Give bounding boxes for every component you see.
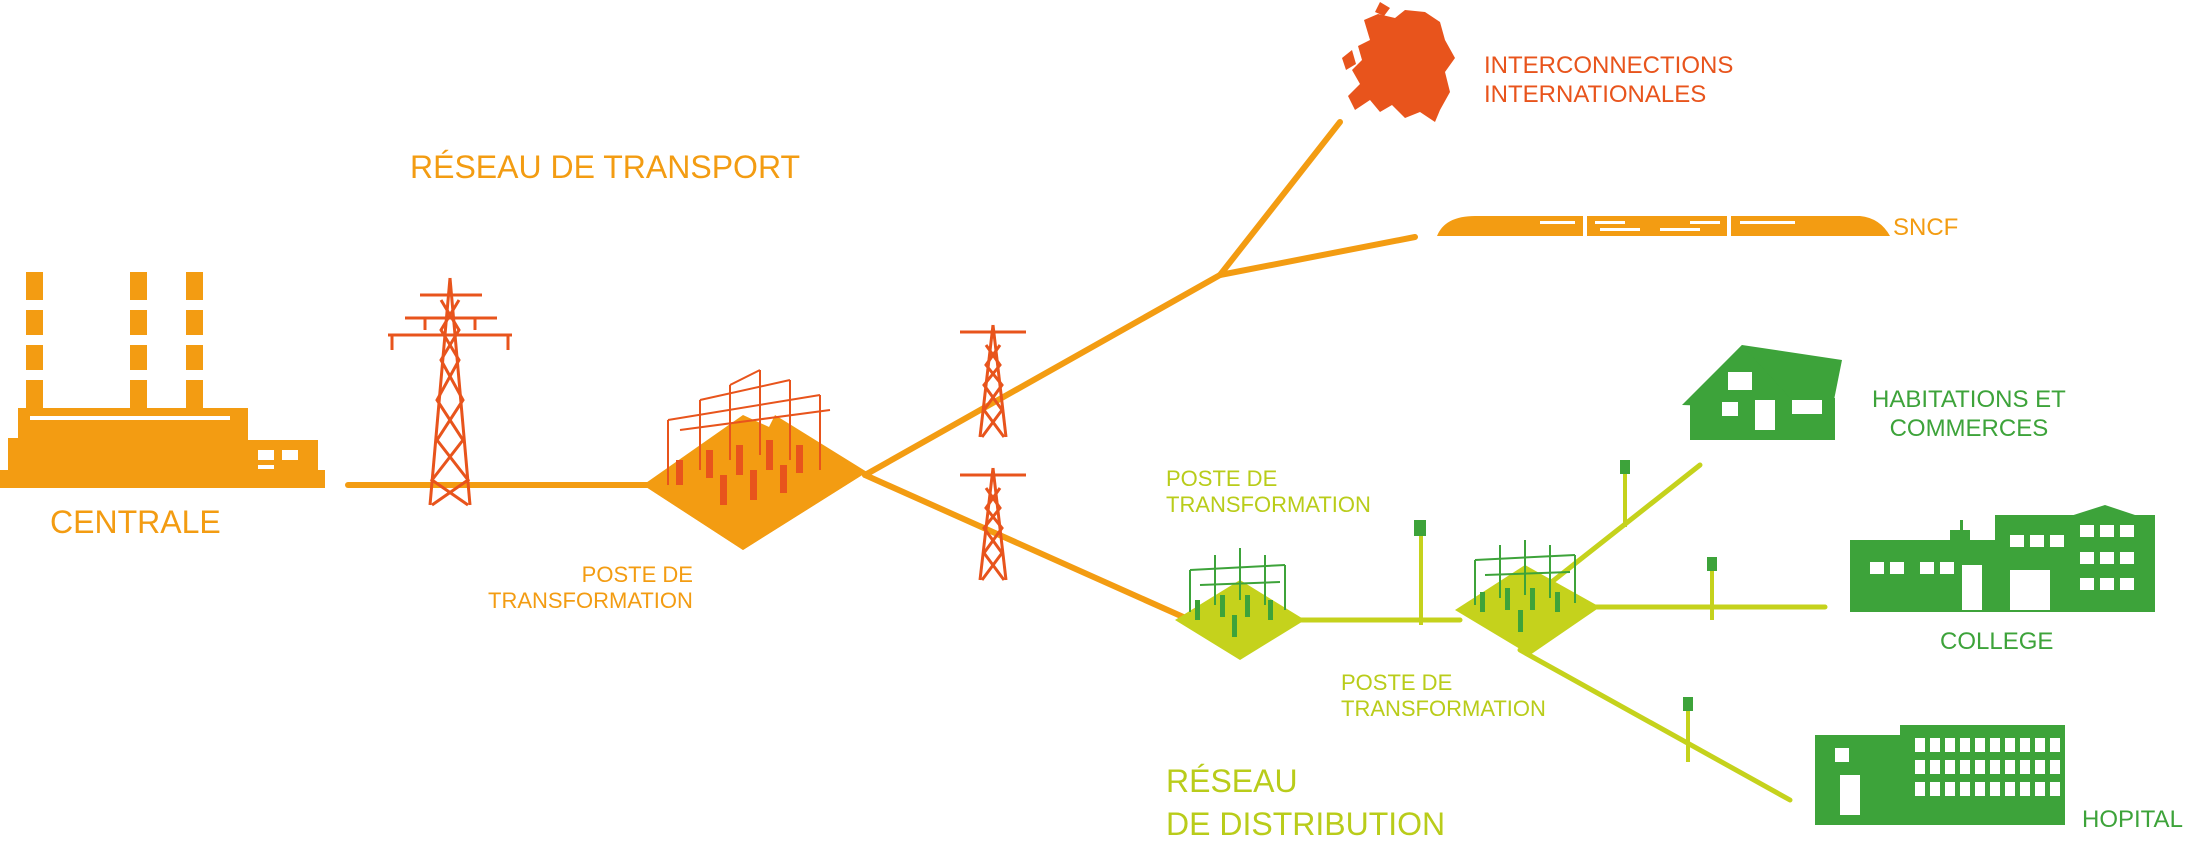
- label-poste-orange-line1: POSTE DE: [581, 562, 693, 587]
- line-branch-to-europe: [1217, 119, 1343, 278]
- substation-distribution-1-icon: [1175, 548, 1305, 660]
- label-poste-transformation-distribution-1: POSTE DE TRANSFORMATION: [1166, 466, 1371, 519]
- label-habitations-line2: COMMERCES: [1889, 414, 2049, 442]
- train-icon: [1437, 216, 1890, 236]
- label-poste-transformation-main: POSTE DE TRANSFORMATION: [488, 562, 693, 615]
- label-interconnections-line1: INTERCONNECTIONS: [1484, 52, 1734, 79]
- transport-lines: [345, 119, 1418, 623]
- label-sncf: SNCF: [1893, 214, 1959, 241]
- label-poste-green-line2: TRANSFORMATION: [1166, 492, 1371, 518]
- hospital-icon: [1815, 725, 2065, 825]
- line-branch-to-sncf: [1217, 234, 1418, 278]
- label-poste-green-line1: POSTE DE: [1166, 466, 1278, 491]
- label-reseau-distribution: RÉSEAU DE DISTRIBUTION: [1166, 760, 1445, 846]
- label-poste-transformation-distribution-2: POSTE DE TRANSFORMATION: [1341, 670, 1546, 723]
- pylon-small-top-icon: [960, 324, 1026, 438]
- label-reseau-distribution-line2: DE DISTRIBUTION: [1166, 806, 1446, 843]
- college-icon: [1850, 505, 2155, 612]
- label-poste-lime2-line2: TRANSFORMATION: [1341, 696, 1546, 722]
- label-habitations-line1: HABITATIONS ET: [1872, 386, 2066, 413]
- label-habitations: HABITATIONS ET COMMERCES: [1872, 386, 2066, 444]
- line-to-hopital: [1517, 647, 1793, 803]
- label-interconnections-line2: INTERNATIONALES: [1484, 80, 1707, 108]
- label-reseau-transport: RÉSEAU DE TRANSPORT: [410, 149, 801, 185]
- substation-distribution-2-icon: [1455, 540, 1600, 655]
- label-centrale: CENTRALE: [50, 504, 221, 540]
- pylon-small-bottom-icon: [960, 467, 1026, 581]
- power-plant-icon: [0, 272, 325, 488]
- pylon-large-icon: [388, 277, 512, 507]
- line-poste-to-distribution: [862, 472, 1193, 623]
- distribution-poles: [1414, 460, 1717, 762]
- label-reseau-distribution-line1: RÉSEAU: [1166, 763, 1298, 799]
- line-poste-to-branch: [862, 272, 1223, 478]
- house-icon: [1682, 345, 1842, 440]
- substation-main-icon: [643, 369, 867, 550]
- europe-map-icon: [1342, 2, 1455, 122]
- label-interconnections: INTERCONNECTIONS INTERNATIONALES: [1484, 52, 1733, 110]
- label-hopital: HOPITAL: [2082, 806, 2183, 833]
- label-poste-orange-line2: TRANSFORMATION: [488, 588, 693, 614]
- label-poste-lime2-line1: POSTE DE: [1341, 670, 1453, 695]
- label-college: COLLEGE: [1940, 628, 2054, 655]
